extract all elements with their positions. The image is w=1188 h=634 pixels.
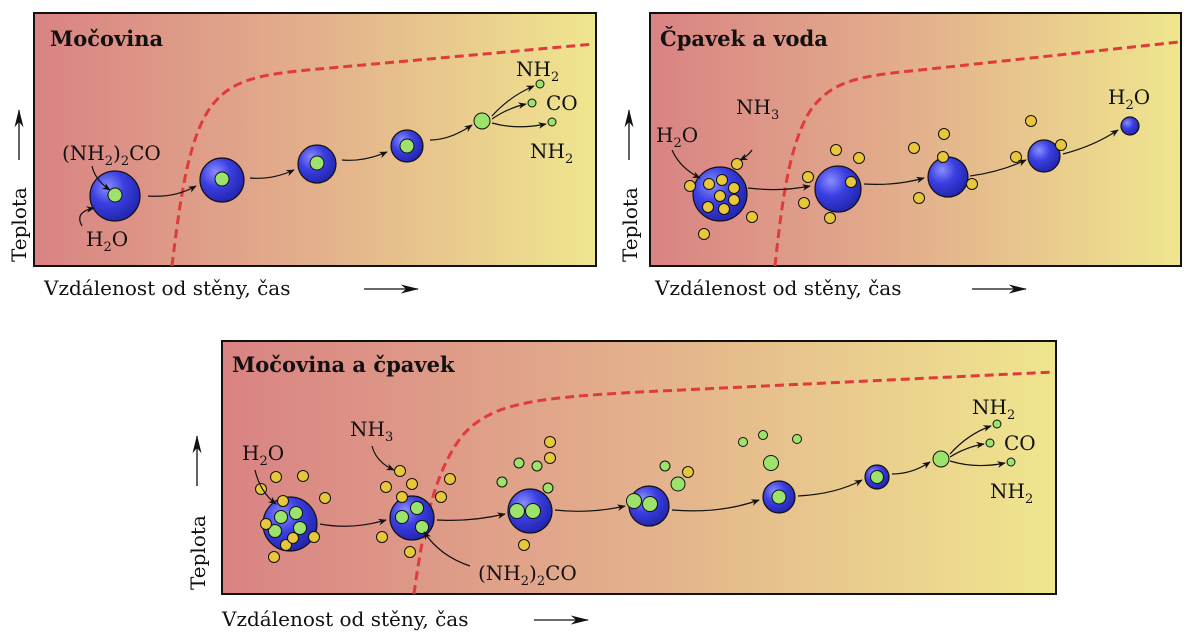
panel-background bbox=[649, 12, 1182, 267]
droplet-urea bbox=[297, 144, 337, 184]
nh2-particle bbox=[535, 79, 545, 89]
flow-arrow bbox=[249, 169, 295, 179]
flow-arrow bbox=[341, 151, 388, 161]
ammonia-particles bbox=[684, 158, 758, 240]
split-arrow bbox=[491, 122, 547, 129]
panel-title: Močovina bbox=[50, 26, 163, 51]
nh2-particle bbox=[1006, 457, 1016, 467]
split-arrow bbox=[491, 85, 535, 117]
nh2-label-bottom: NH2 bbox=[990, 479, 1033, 507]
water-label: H2O bbox=[656, 123, 698, 151]
droplet-water bbox=[1027, 139, 1061, 173]
panel-mocovina: Močovina bbox=[7, 12, 597, 300]
nh2-particle bbox=[547, 117, 557, 127]
co-particle bbox=[527, 98, 537, 108]
co-label: CO bbox=[546, 91, 578, 115]
ammonia-particles bbox=[798, 144, 865, 224]
flow-arrow bbox=[1062, 129, 1119, 155]
water-label: H2O bbox=[86, 227, 128, 255]
label-pointer bbox=[671, 149, 701, 179]
panel-mocovina-a-cpavek: Močovina a čpavek bbox=[186, 340, 1057, 631]
y-axis-label: Teplota bbox=[186, 515, 210, 590]
ammonia-particles bbox=[908, 128, 978, 204]
label-pointer bbox=[91, 165, 111, 191]
urea-particles bbox=[395, 501, 429, 534]
temperature-curve bbox=[412, 370, 1055, 595]
co-particle bbox=[985, 438, 995, 448]
droplet-water bbox=[814, 165, 862, 213]
urea-particle bbox=[473, 112, 491, 130]
droplet-mixed bbox=[864, 464, 890, 490]
split-arrow bbox=[491, 102, 527, 120]
urea-particle bbox=[932, 450, 950, 468]
label-pointer bbox=[371, 445, 395, 471]
label-pointer bbox=[254, 469, 277, 505]
panel-title: Močovina a čpavek bbox=[232, 352, 455, 377]
flow-arrow bbox=[554, 504, 626, 512]
label-pointer bbox=[739, 149, 753, 161]
urea-particles bbox=[268, 506, 307, 538]
x-axis-label: Vzdálenost od stěny, čas bbox=[221, 607, 468, 631]
panel-cpavek-a-voda: Čpavek a voda bbox=[618, 12, 1182, 300]
co-label: CO bbox=[1004, 431, 1036, 455]
split-arrow bbox=[949, 425, 992, 455]
y-axis-label: Teplota bbox=[618, 187, 642, 262]
ammonia-label: NH3 bbox=[736, 95, 779, 123]
x-axis-label: Vzdálenost od stěny, čas bbox=[43, 276, 290, 300]
urea-label: (NH2)2CO bbox=[62, 141, 161, 169]
water-label: H2O bbox=[1108, 85, 1150, 113]
urea-particles bbox=[738, 430, 802, 505]
droplet-water bbox=[927, 156, 969, 198]
water-label: H2O bbox=[242, 441, 284, 469]
flow-arrow bbox=[429, 124, 473, 141]
flow-arrow bbox=[747, 184, 811, 191]
panel-title: Čpavek a voda bbox=[660, 26, 828, 51]
ammonia-particles bbox=[682, 466, 694, 478]
temperature-curve bbox=[170, 42, 595, 267]
flow-arrow bbox=[863, 176, 925, 185]
droplet-urea bbox=[199, 157, 245, 203]
ammonia-particles bbox=[255, 470, 331, 563]
ammonia-label: NH3 bbox=[350, 417, 393, 445]
urea-particles bbox=[626, 460, 686, 512]
flow-arrow bbox=[797, 479, 863, 497]
y-axis-label: Teplota bbox=[7, 187, 31, 262]
panel-background bbox=[221, 340, 1057, 595]
nh2-label-top: NH2 bbox=[972, 395, 1015, 423]
ammonia-particles bbox=[376, 465, 456, 558]
flow-arrow bbox=[319, 518, 387, 527]
temperature-curve bbox=[773, 40, 1180, 267]
flow-arrow bbox=[671, 499, 760, 512]
nh2-particle bbox=[992, 419, 1002, 429]
urea-particles bbox=[496, 457, 554, 519]
urea-label: (NH2)2CO bbox=[478, 561, 577, 589]
split-arrow bbox=[949, 441, 985, 458]
nh2-label-top: NH2 bbox=[516, 57, 559, 85]
split-arrow bbox=[949, 460, 1006, 468]
panel-background bbox=[33, 12, 597, 267]
droplet-urea bbox=[390, 129, 424, 163]
label-pointer bbox=[79, 206, 95, 227]
label-pointer bbox=[423, 531, 471, 567]
flow-arrow bbox=[891, 461, 931, 475]
flow-arrow bbox=[969, 159, 1027, 177]
ammonia-particles bbox=[518, 436, 556, 551]
flow-arrow bbox=[147, 185, 197, 197]
flow-arrow bbox=[436, 512, 506, 521]
nh2-label-bottom: NH2 bbox=[530, 139, 573, 167]
droplet-water bbox=[1120, 116, 1140, 136]
x-axis-label: Vzdálenost od stěny, čas bbox=[654, 276, 901, 300]
